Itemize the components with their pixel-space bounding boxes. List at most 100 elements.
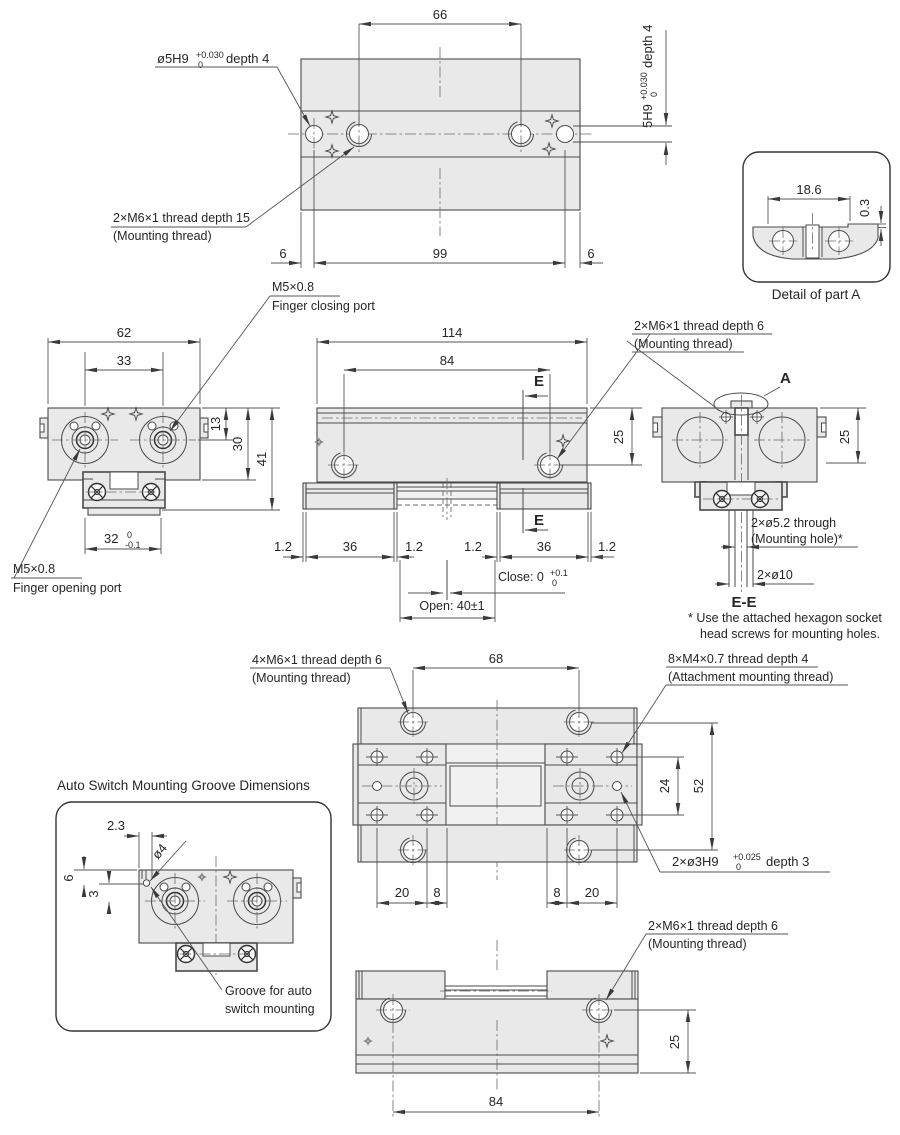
dim-6: 6 xyxy=(61,874,76,881)
dim-25: 25 xyxy=(837,430,852,444)
label-a: A xyxy=(780,370,791,387)
detail-a-caption: Detail of part A xyxy=(772,287,861,302)
open-note: Open: 40±1 xyxy=(419,599,484,613)
mount-hole-note-2: (Mounting hole)* xyxy=(751,532,843,546)
dim-84: 84 xyxy=(440,353,454,368)
mount-thread-note-1: 4×M6×1 thread depth 6 xyxy=(252,653,382,667)
dim-36: 36 xyxy=(343,539,357,554)
dim-18-6: 18.6 xyxy=(796,182,821,197)
hole-note-sub: 0 xyxy=(198,60,203,70)
section-e-top: E xyxy=(534,373,544,390)
svg-text:5H9: 5H9 xyxy=(640,104,655,128)
attach-thread-note-2: (Attachment mounting thread) xyxy=(668,670,833,684)
dim-68: 68 xyxy=(489,651,503,666)
mount-hole-note-1: 2×ø5.2 through xyxy=(751,516,836,530)
dim-8: 8 xyxy=(553,885,560,900)
dim-20: 20 xyxy=(395,885,409,900)
close-note: Close: 0 xyxy=(498,570,544,584)
thread-note-2: (Mounting thread) xyxy=(113,229,212,243)
base-view: 2×M6×1 thread depth 6 (Mounting thread) … xyxy=(355,919,788,1118)
dim-2-3: 2.3 xyxy=(107,818,125,833)
dim-66: 66 xyxy=(433,7,447,22)
groove-note-1: Groove for auto xyxy=(225,984,312,998)
opening-port-note-2: Finger opening port xyxy=(13,581,122,595)
base-thread-note-1: 2×M6×1 thread depth 6 xyxy=(648,919,778,933)
pin-note-sub: 0 xyxy=(736,862,741,872)
top-view: 66 ø5H9 +0.030 0 depth 4 2×M6×1 thread d… xyxy=(111,7,672,268)
hole-note: ø5H9 xyxy=(157,51,189,66)
bottom-view-bottom-band xyxy=(357,824,638,863)
dim-32-sub: -0.1 xyxy=(125,540,141,550)
finger-right xyxy=(546,970,639,1000)
detail-a-frame xyxy=(742,151,891,283)
counterbore-note: 2×ø10 xyxy=(757,568,793,582)
dowel-hole xyxy=(612,781,622,791)
dim-1-2: 1.2 xyxy=(464,539,482,554)
groove-panel: Auto Switch Mounting Groove Dimensions 2… xyxy=(55,778,332,1032)
hole-note-sup: +0.030 xyxy=(196,50,224,60)
detail-a-callout xyxy=(713,392,769,416)
closing-port-note-2: Finger closing port xyxy=(272,299,375,313)
mount-thread-note-2: (Mounting thread) xyxy=(252,671,351,685)
groove-panel-frame xyxy=(55,801,332,1032)
dim-6-right: 6 xyxy=(587,246,594,261)
pin-note: 2×ø3H9 xyxy=(672,854,719,869)
dim-20: 20 xyxy=(585,885,599,900)
section-ee-label: E-E xyxy=(731,594,756,611)
close-note-sup: +0.1 xyxy=(550,568,568,578)
dim-33: 33 xyxy=(117,353,131,368)
dim-8: 8 xyxy=(433,885,440,900)
finger-left xyxy=(305,482,395,510)
dim-6-left: 6 xyxy=(279,246,286,261)
top-view-body xyxy=(300,58,581,211)
svg-text:0: 0 xyxy=(649,92,659,97)
attach-thread-note-1: 8×M4×0.7 thread depth 4 xyxy=(668,652,808,666)
groove-panel-title: Auto Switch Mounting Groove Dimensions xyxy=(57,778,310,793)
closing-port-note-1: M5×0.8 xyxy=(272,280,314,294)
end-view: A 25 2×ø5.2 through (Mounting hole)* 2×ø… xyxy=(652,370,882,641)
svg-text:+0.030: +0.030 xyxy=(639,72,649,100)
dim-62: 62 xyxy=(117,325,131,340)
dim-1-2: 1.2 xyxy=(405,539,423,554)
dim-32-sup: 0 xyxy=(127,530,132,540)
close-note-sub: 0 xyxy=(552,578,557,588)
finger-right xyxy=(499,482,589,510)
dim-24: 24 xyxy=(657,779,672,793)
side-thread-note-2: (Mounting thread) xyxy=(634,337,733,351)
dim-0-3: 0.3 xyxy=(857,199,872,217)
front-view: 62 33 13 30 41 32 0 -0.1 M5×0.8 Finger c… xyxy=(11,280,375,595)
footnote-1: * Use the attached hexagon socket xyxy=(688,611,882,625)
thread-note-1: 2×M6×1 thread depth 15 xyxy=(113,211,250,225)
dim-1-2: 1.2 xyxy=(598,539,616,554)
dim-32: 32 xyxy=(104,531,118,546)
svg-text:depth 4: depth 4 xyxy=(640,25,655,68)
switch-groove xyxy=(142,879,151,887)
dim-41: 41 xyxy=(254,452,269,466)
finger-left xyxy=(355,970,446,1000)
opening-port-note-1: M5×0.8 xyxy=(13,562,55,576)
dim-52: 52 xyxy=(691,779,706,793)
dim-84: 84 xyxy=(489,1094,503,1109)
side-note: 5H9 +0.030 0 depth 4 xyxy=(639,25,659,128)
dim-99: 99 xyxy=(433,246,447,261)
footnote-2: head screws for mounting holes. xyxy=(700,627,880,641)
bottom-view: 68 4×M6×1 thread depth 6 (Mounting threa… xyxy=(250,651,848,908)
side-thread-note-1: 2×M6×1 thread depth 6 xyxy=(634,319,764,333)
dim-30: 30 xyxy=(230,437,245,451)
section-e-bottom: E xyxy=(534,512,544,529)
dim-114: 114 xyxy=(442,325,463,340)
detail-a-panel: 18.6 0.3 Detail of part A xyxy=(742,151,891,302)
dim-25: 25 xyxy=(611,430,626,444)
dim-25: 25 xyxy=(667,1035,682,1049)
bottom-view-top-band xyxy=(357,707,638,745)
dim-13: 13 xyxy=(208,417,223,431)
dim-36: 36 xyxy=(537,539,551,554)
base-thread-note-2: (Mounting thread) xyxy=(648,937,747,951)
hole-note-post: depth 4 xyxy=(226,51,269,66)
pin-note-post: depth 3 xyxy=(766,854,809,869)
dowel-hole xyxy=(372,781,382,791)
dim-o4: ø4 xyxy=(149,841,170,862)
groove-note-2: switch mounting xyxy=(225,1002,315,1016)
